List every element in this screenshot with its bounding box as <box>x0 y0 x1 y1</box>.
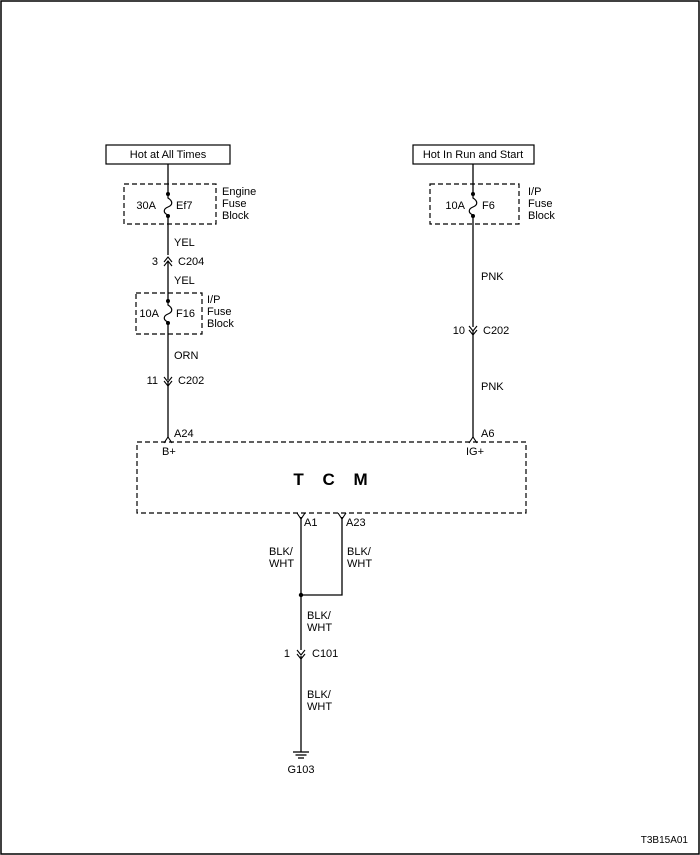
figure-code: T3B15A01 <box>641 835 689 846</box>
wire-label-pnk-2: PNK <box>481 381 504 393</box>
connector-c101-name: C101 <box>312 648 338 660</box>
fuse-ef7-id: Ef7 <box>176 200 193 212</box>
connector-c101-pin: 1 <box>284 648 290 660</box>
wire-label-blk-wht-a23-line2: WHT <box>347 558 372 570</box>
tcm-pin-a24-function: B+ <box>162 446 176 458</box>
wire-blk-wht-a23 <box>301 517 343 596</box>
fuse-f6-rating: 10A <box>445 200 465 212</box>
tcm-pin-a24-terminal <box>163 436 173 444</box>
wire-label-yel-1: YEL <box>174 237 195 249</box>
tcm-pin-a23: A23 <box>346 517 366 529</box>
source-label-right: Hot In Run and Start <box>423 149 523 161</box>
fuse-f16-rating: 10A <box>139 308 159 320</box>
wire-label-blk-wht-4-line1: BLK/ <box>307 689 332 701</box>
tcm-pin-a24: A24 <box>174 428 194 440</box>
fuse-f16-id: F16 <box>176 308 195 320</box>
fuse-block-f16 <box>135 292 203 335</box>
tcm-module <box>136 441 527 514</box>
wire-label-blk-wht-a1-line2: WHT <box>269 558 294 570</box>
wire-label-pnk-1: PNK <box>481 271 504 283</box>
wire-label-yel-2: YEL <box>174 275 195 287</box>
fuse-block-f6 <box>429 183 520 225</box>
wire-label-orn: ORN <box>174 350 199 362</box>
fuse-f16-block-line3: Block <box>207 318 234 330</box>
fuse-ef7-block-line2: Fuse <box>222 198 246 210</box>
connector-c202-right-pin: 10 <box>453 325 465 337</box>
fuse-ef7-block-line3: Block <box>222 210 249 222</box>
connector-c204-upper <box>163 256 173 263</box>
fuse-f16-symbol <box>163 301 173 323</box>
connector-c202-left-pin: 11 <box>147 375 158 387</box>
fuse-f16-block-line1: I/P <box>207 294 220 306</box>
wire-label-blk-wht-3-line1: BLK/ <box>307 610 332 622</box>
fuse-block-ef7 <box>123 183 217 225</box>
ground-icon <box>293 751 309 759</box>
connector-c202-right-name: C202 <box>483 325 509 337</box>
wire-label-blk-wht-a1-line1: BLK/ <box>269 546 294 558</box>
tcm-pin-a6-function: IG+ <box>466 446 484 458</box>
fuse-f6-block-line1: I/P <box>528 186 541 198</box>
source-label-left: Hot at All Times <box>130 149 207 161</box>
fuse-ef7-rating: 30A <box>136 200 156 212</box>
connector-c204-pin: 3 <box>152 256 158 268</box>
tcm-pin-a6: A6 <box>481 428 494 440</box>
wire-label-blk-wht-3-line2: WHT <box>307 622 332 634</box>
tcm-pin-a6-terminal <box>468 436 478 444</box>
connector-c101-upper <box>296 649 306 656</box>
ground-label: G103 <box>288 764 315 776</box>
connector-c204-name: C204 <box>178 256 204 268</box>
fuse-f6-symbol <box>468 194 478 216</box>
fuse-f6-block-line2: Fuse <box>528 198 552 210</box>
fuse-f6-id: F6 <box>482 200 495 212</box>
splice-node <box>298 592 304 598</box>
fuse-f6-block-line3: Block <box>528 210 555 222</box>
fuse-ef7-symbol <box>163 194 173 216</box>
tcm-label: T C M <box>293 470 374 489</box>
fuse-f16-block-line2: Fuse <box>207 306 231 318</box>
wire-label-blk-wht-4-line2: WHT <box>307 701 332 713</box>
tcm-pin-a1: A1 <box>304 517 317 529</box>
connector-c202-left-name: C202 <box>178 375 204 387</box>
wire-label-blk-wht-a23-line1: BLK/ <box>347 546 372 558</box>
fuse-ef7-block-line1: Engine <box>222 186 256 198</box>
